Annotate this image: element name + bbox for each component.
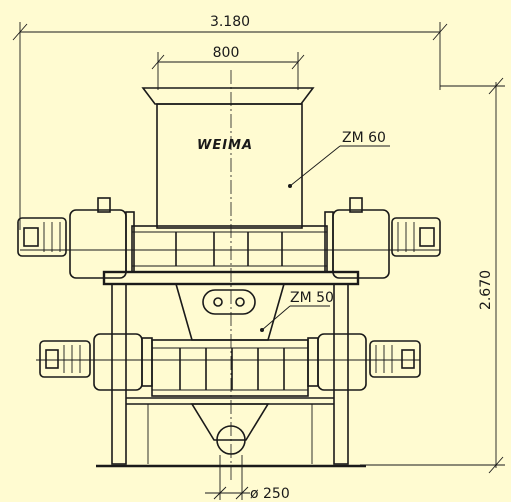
upper-shredder bbox=[20, 225, 440, 273]
upper-right-gearbox bbox=[324, 197, 390, 279]
callout-zm60: ZM 60 bbox=[288, 130, 390, 188]
hopper-width-label: 800 bbox=[213, 45, 240, 61]
outlet-diameter-label: ø 250 bbox=[250, 486, 290, 502]
lower-right-gearbox bbox=[307, 333, 367, 391]
upper-right-motor bbox=[391, 217, 441, 257]
lower-right-motor bbox=[369, 340, 421, 378]
upper-left-motor bbox=[17, 217, 67, 257]
dimension-outlet-diameter: ø 250 bbox=[205, 455, 290, 502]
dimension-overall-width: 3.180 bbox=[12, 14, 448, 230]
outlet-hopper bbox=[190, 403, 270, 455]
dimension-hopper-width: 800 bbox=[151, 45, 305, 90]
dimension-overall-height: 2.670 bbox=[360, 77, 505, 474]
upper-left-gearbox bbox=[69, 197, 135, 279]
lower-machine-label: ZM 50 bbox=[290, 290, 334, 306]
weima-logo: WEIMA bbox=[197, 138, 253, 153]
overall-height-label: 2.670 bbox=[478, 270, 494, 310]
upper-machine-label: ZM 60 bbox=[342, 130, 386, 146]
lower-left-gearbox bbox=[93, 333, 153, 391]
overall-width-label: 3.180 bbox=[210, 14, 250, 30]
hopper: WEIMA bbox=[141, 87, 315, 229]
intermediate-chute bbox=[174, 283, 286, 341]
lower-left-motor bbox=[39, 340, 91, 378]
callout-zm50: ZM 50 bbox=[260, 290, 334, 332]
